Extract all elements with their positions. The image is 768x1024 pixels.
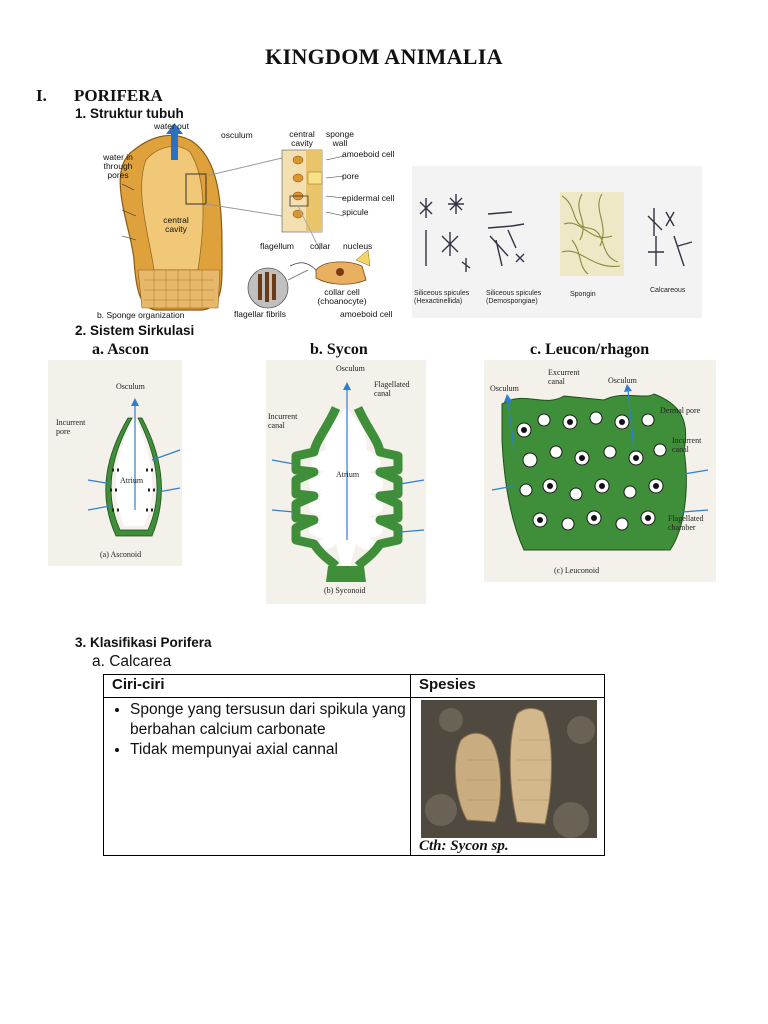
leuconoid-diagram: Osculum Excurrent canal Osculum Dermal p…	[484, 360, 716, 582]
label-epidermal-cell: epidermal cell	[342, 194, 394, 203]
page-title: KINGDOM ANIMALIA	[0, 44, 768, 70]
label-spicule: spicule	[342, 208, 368, 217]
ascon-label: a. Ascon	[92, 341, 149, 359]
label-amoeboid-cell: amoeboid cell	[342, 150, 394, 159]
calcarea-table: Ciri-ciri Spesies Sponge yang tersusun d…	[103, 674, 605, 856]
label-osculum: osculum	[221, 131, 253, 140]
struktur-heading: 1. Struktur tubuh	[75, 106, 184, 121]
label-sponge-wall: sponge wall	[318, 130, 362, 148]
calcarea-label: a. Calcarea	[92, 653, 171, 671]
label-flagellum: flagellum	[260, 242, 294, 251]
sycon-osculum: Osculum	[336, 364, 365, 373]
label-nucleus: nucleus	[343, 242, 372, 251]
ascon-atrium: Atrium	[120, 476, 143, 485]
label-collar: collar	[310, 242, 330, 251]
leucon-osculum-left: Osculum	[490, 384, 519, 393]
ciri-list: Sponge yang tersusun dari spikula yang b…	[104, 700, 410, 760]
species-caption: Cth: Sycon sp.	[411, 838, 604, 855]
leucon-flagellated-chamber: Flagellated chamber	[668, 514, 714, 532]
label-water-in: water in through pores	[96, 153, 140, 180]
sponge-structure-figure: water out osculum water in through pores…	[94, 120, 412, 320]
leucon-label: c. Leucon/rhagon	[530, 341, 649, 359]
sirkulasi-heading: 2. Sistem Sirkulasi	[75, 323, 194, 338]
ascon-caption: (a) Asconoid	[100, 550, 141, 559]
label-pore: pore	[342, 172, 359, 181]
spesies-cell: Cth: Sycon sp.	[411, 698, 605, 856]
ciri-item: Sponge yang tersusun dari spikula yang b…	[130, 700, 410, 740]
section-number: I.	[36, 86, 47, 106]
leucon-dermal-pore: Dermal pore	[660, 406, 700, 415]
leucon-caption: (c) Leuconoid	[554, 566, 599, 575]
label-sponge-organization: b. Sponge organization	[97, 311, 184, 320]
leucon-osculum-right: Osculum	[608, 376, 637, 385]
label-flagellar-fibrils: flagellar fibrils	[234, 310, 286, 319]
sycon-incurrent-canal: Incurrent canal	[268, 412, 308, 430]
asconoid-diagram: Osculum Incurrent pore Atrium (a) Ascono…	[48, 360, 182, 566]
col-ciri-header: Ciri-ciri	[104, 675, 411, 698]
syconoid-diagram: Osculum Flagellated canal Incurrent cana…	[266, 360, 426, 604]
section-title: PORIFERA	[74, 86, 163, 106]
label-water-out: water out	[154, 122, 189, 131]
label-central-cavity: central cavity	[154, 216, 198, 234]
col-spesies-header: Spesies	[411, 675, 605, 698]
ascon-incurrent-pore: Incurrent pore	[56, 418, 100, 436]
sycon-label: b. Sycon	[310, 341, 368, 359]
spicule-types-figure: Siliceous spicules (Hexactinellida) Sili…	[412, 166, 702, 318]
leucon-incurrent-canal: Incurrent canal	[672, 436, 712, 454]
sycon-photo	[421, 700, 597, 838]
leucon-excurrent-canal: Excurrent canal	[548, 368, 588, 386]
label-collar-cell: collar cell (choanocyte)	[312, 288, 372, 306]
sycon-flagellated-canal: Flagellated canal	[374, 380, 418, 398]
spicule-label-hexactinellida: Siliceous spicules (Hexactinellida)	[414, 290, 480, 306]
ciri-cell: Sponge yang tersusun dari spikula yang b…	[104, 698, 411, 856]
sycon-caption: (b) Syconoid	[324, 586, 366, 595]
klasifikasi-heading: 3. Klasifikasi Porifera	[75, 635, 212, 650]
label-amoeboid-cell-2: amoeboid cell	[340, 310, 392, 319]
ascon-osculum: Osculum	[116, 382, 145, 391]
spicule-label-demospongiae: Siliceous spicules (Demospongiae)	[486, 290, 552, 306]
spicule-label-spongin: Spongin	[570, 290, 596, 299]
ciri-item: Tidak mempunyai axial cannal	[130, 740, 410, 760]
sycon-atrium: Atrium	[336, 470, 359, 479]
spicule-label-calcareous: Calcareous	[650, 286, 685, 295]
